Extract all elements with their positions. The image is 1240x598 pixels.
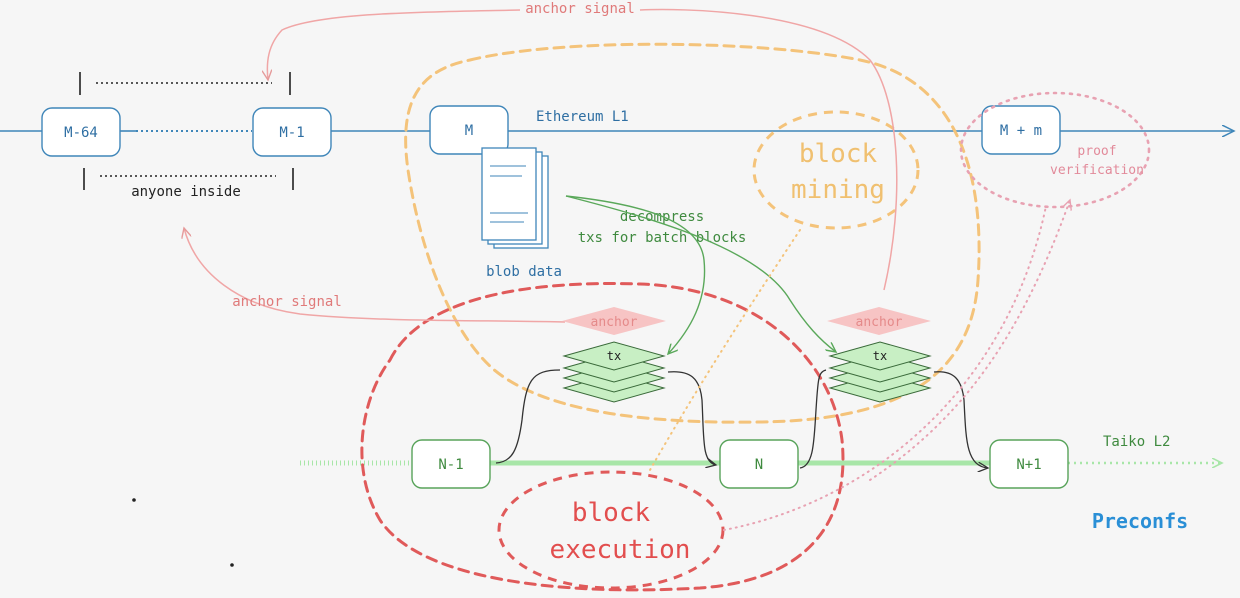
l1-block-m-plus-m-label: M + m — [1000, 123, 1042, 139]
l1-block-m-plus-m: M + m — [981, 105, 1061, 155]
anchor-tag-right-label: anchor — [856, 315, 903, 330]
anchor-tag-right: anchor — [827, 307, 931, 335]
l2-block-n: N — [719, 439, 799, 489]
l1-block-m64: M-64 — [41, 107, 121, 157]
l2-block-n-label: N — [755, 457, 763, 473]
proof-line1: proof — [1077, 144, 1116, 159]
l2-block-n-plus-1: N+1 — [989, 439, 1069, 489]
blob-data-label: blob data — [486, 264, 562, 280]
proof-line2: verification — [1050, 163, 1144, 178]
l2-block-n-minus-1: N-1 — [411, 439, 491, 489]
decompress-arrow-right — [565, 195, 836, 352]
tx-stack-right-label: tx — [873, 349, 887, 363]
decompress-arrow-left — [565, 195, 706, 354]
mining-to-l2-dotted — [649, 229, 801, 471]
stray-dot-2 — [230, 563, 234, 567]
anchor-signal-left-label: anchor signal — [232, 294, 342, 310]
blob-data-icon — [481, 147, 549, 249]
preconfs-label: Preconfs — [1092, 509, 1188, 533]
l1-block-m: M — [429, 105, 509, 155]
anchor-signal-top-arrow — [267, 8, 898, 291]
l1-block-m1-label: M-1 — [279, 125, 304, 141]
block-execution-bubble — [497, 470, 725, 590]
ethereum-l1-label: Ethereum L1 — [536, 109, 629, 125]
l1-block-m-label: M — [465, 123, 473, 139]
anchor-signal-top-label: anchor signal — [525, 1, 635, 17]
tx-flow-right — [799, 369, 988, 468]
tx-stack-left-label: tx — [607, 349, 621, 363]
taiko-l2-label: Taiko L2 — [1103, 434, 1170, 450]
l2-to-proof-dotted — [869, 200, 1070, 481]
block-execution-zone — [360, 282, 845, 592]
block-mining-zone — [404, 42, 981, 424]
l2-block-n-plus-1-label: N+1 — [1016, 457, 1041, 473]
anchor-signal-left-arrow — [184, 228, 566, 323]
decompress-line2: txs for batch blocks — [578, 230, 747, 246]
tx-stack-right: tx — [828, 341, 932, 403]
stray-dot-1 — [132, 498, 136, 502]
block-mining-line1: block — [799, 139, 878, 169]
anchor-tag-left-label: anchor — [591, 315, 638, 330]
block-mining-line2: mining — [791, 175, 885, 205]
anchor-tag-left: anchor — [562, 307, 666, 335]
anyone-inside-window: anyone inside — [79, 72, 294, 200]
block-mining-bubble — [752, 110, 920, 230]
anyone-inside-label: anyone inside — [131, 184, 241, 200]
block-execution-line2: execution — [550, 535, 691, 565]
tx-stack-left: tx — [562, 341, 666, 403]
l1-block-m1: M-1 — [252, 107, 332, 157]
tx-flow-left — [495, 369, 716, 465]
l2-block-n-minus-1-label: N-1 — [438, 457, 463, 473]
proof-verification-bubble — [959, 91, 1151, 209]
l1-block-m64-label: M-64 — [64, 125, 98, 141]
execution-to-proof-dotted — [723, 205, 1047, 531]
block-execution-line1: block — [572, 498, 651, 528]
